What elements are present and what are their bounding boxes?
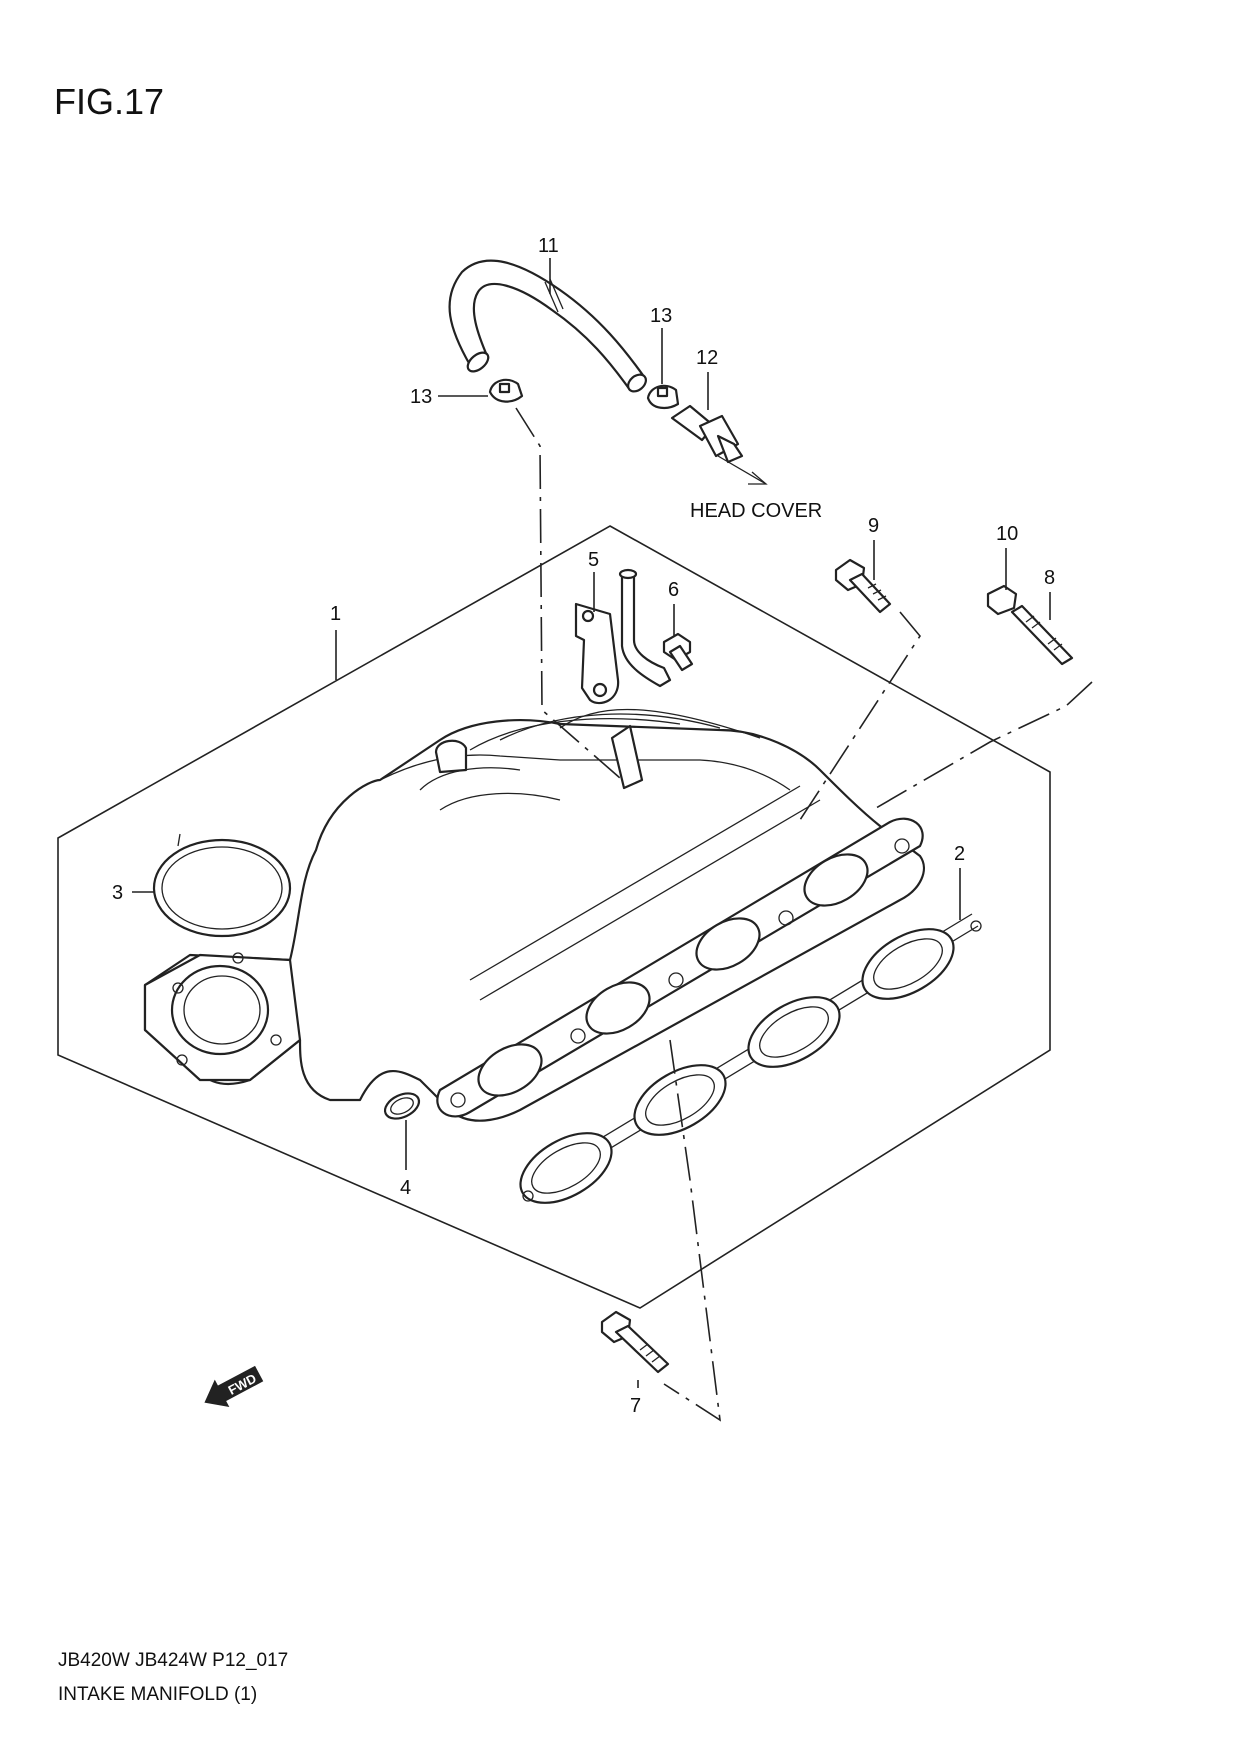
assembly-boundary [57, 525, 1051, 1309]
hose-clamp-right-part [646, 384, 680, 410]
throttle-gasket-3-part [152, 833, 292, 938]
hose-clamp-left-part [488, 378, 524, 403]
o-ring-4-part [383, 1092, 421, 1120]
nut-10-part [986, 584, 1018, 616]
callout-8: 8 [1044, 567, 1055, 589]
bracket-pipe-part [574, 568, 672, 705]
callout-5: 5 [588, 549, 599, 571]
callout-4: 4 [400, 1177, 411, 1199]
bolt7-alignment-line [663, 1039, 722, 1422]
figure-label: FIG.17 [54, 81, 164, 122]
callout-7: 7 [630, 1395, 641, 1417]
bolt-9-part [834, 558, 892, 614]
head-cover-arrowhead [748, 471, 768, 485]
fwd-arrow-text: FWD [226, 1371, 259, 1398]
head-cover-note: HEAD COVER [690, 500, 822, 522]
bolt9-alignment-line [799, 611, 921, 821]
bolt-7-part [600, 1310, 670, 1374]
footer-model-code: JB420W JB424W P12_017 [58, 1650, 288, 1671]
head-cover-arrow-line [717, 455, 767, 485]
callout-6: 6 [668, 579, 679, 601]
stud-8-part [1010, 604, 1074, 666]
footer-title: INTAKE MANIFOLD (1) [58, 1684, 257, 1705]
intake-manifold-part [143, 708, 926, 1122]
clamp-alignment-line [515, 407, 621, 779]
callout-1: 1 [330, 603, 341, 625]
pcv-valve-part [670, 404, 744, 464]
callout-13b: 13 [650, 305, 672, 327]
callout-11: 11 [538, 235, 559, 257]
stud8-alignment-line [875, 681, 1093, 809]
bolt-6-part [662, 632, 694, 672]
callout-2: 2 [954, 843, 965, 865]
callout-3: 3 [112, 882, 123, 904]
callout-10: 10 [996, 523, 1018, 545]
fwd-arrow-icon: FWD [204, 1365, 264, 1407]
callout-9: 9 [868, 515, 879, 537]
callout-13a: 13 [410, 386, 432, 408]
callout-12: 12 [696, 347, 718, 369]
manifold-gasket-2-part [519, 913, 982, 1204]
breather-hose-part [448, 259, 647, 393]
